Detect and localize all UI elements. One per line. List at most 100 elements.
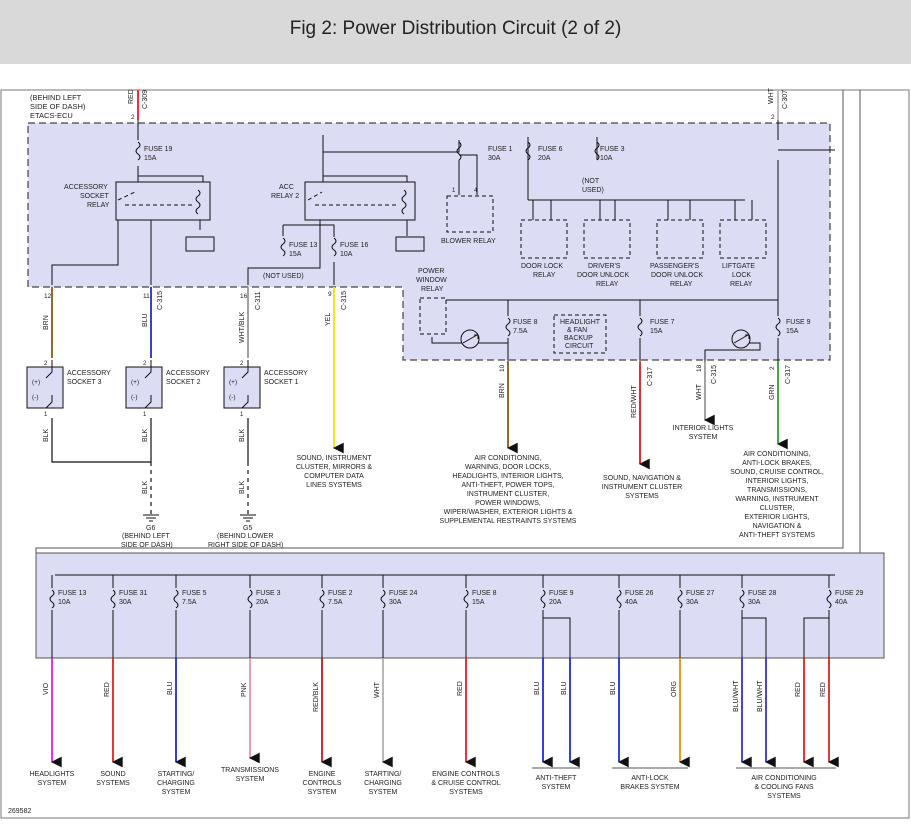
page-title: Fig 2: Power Distribution Circuit (2 of … <box>289 18 622 39</box>
svg-text:PNK: PNK <box>241 682 248 697</box>
fuse-1-label: FUSE 1 <box>488 146 513 153</box>
bottom-fuse-29-label: FUSE 29 <box>835 590 864 597</box>
fuse-19-rating: 15A <box>144 155 157 162</box>
socket-3-line2: SOCKET 3 <box>67 379 102 386</box>
svg-text:BRAKES SYSTEM: BRAKES SYSTEM <box>620 784 679 791</box>
svg-text:2: 2 <box>240 361 244 367</box>
svg-text:SYSTEMS: SYSTEMS <box>96 780 130 787</box>
svg-text:EXTERIOR LIGHTS,: EXTERIOR LIGHTS, <box>745 514 810 521</box>
fuse-9-rating: 15A <box>786 328 799 335</box>
accessory-socket-relay-box <box>115 181 211 221</box>
etacs-ecu-panel <box>27 122 831 361</box>
junction-block-wiring <box>51 574 835 658</box>
acc-relay-2-switch <box>307 191 398 206</box>
svg-text:SOUND, INSTRUMENT: SOUND, INSTRUMENT <box>296 455 372 462</box>
input-wire-white-label: WHT <box>768 87 775 104</box>
bottom-fuse-31-label: FUSE 31 <box>119 590 148 597</box>
fuse-6-rating: 20A <box>538 155 551 162</box>
bottom-fuse-2-rating: 7.5A <box>328 599 343 606</box>
svg-text:ENGINE: ENGINE <box>309 771 336 778</box>
accessory-socket-relay-switch <box>117 191 195 206</box>
svg-text:SYSTEM: SYSTEM <box>542 784 571 791</box>
header-bar: Fig 2: Power Distribution Circuit (2 of … <box>0 0 911 64</box>
relay-door-lock-line2: RELAY <box>533 272 556 279</box>
ground-g6-name: G6 <box>146 525 155 532</box>
blower-relay-pin-4: 4 <box>474 188 478 194</box>
bottom-fuse-5-label: FUSE 5 <box>182 590 207 597</box>
bottom-fuse-24-rating: 30A <box>389 599 402 606</box>
bottom-fuse-26-rating: 40A <box>625 599 638 606</box>
svg-text:ANTI-LOCK BRAKES,: ANTI-LOCK BRAKES, <box>742 460 812 467</box>
fuse-13-rating: 15A <box>289 251 302 258</box>
svg-text:SOUND, NAVIGATION &: SOUND, NAVIGATION & <box>603 475 681 482</box>
svg-text:CLUSTER,: CLUSTER, <box>760 505 795 512</box>
svg-text:SYSTEM: SYSTEM <box>369 789 398 796</box>
socket-2-line1: ACCESSORY <box>166 370 210 377</box>
svg-text:STARTING/: STARTING/ <box>365 771 402 778</box>
fuse-8-label: FUSE 8 <box>513 319 538 326</box>
ground-g5-loc-line1: (BEHIND LOWER <box>217 533 273 540</box>
bottom-fuse-2-label: FUSE 2 <box>328 590 353 597</box>
input-wire-red-pin: 2 <box>131 114 135 121</box>
svg-text:CLUSTER, MIRRORS &: CLUSTER, MIRRORS & <box>296 464 373 471</box>
ground-wire-blk-5: BLK <box>239 480 246 494</box>
fuse-7-label: FUSE 7 <box>650 319 675 326</box>
svg-text:COMPUTER DATA: COMPUTER DATA <box>304 473 364 480</box>
power-distribution-diagram: (BEHIND LEFT SIDE OF DASH) ETACS-ECU RED… <box>0 87 910 819</box>
svg-text:SUPPLEMENTAL RESTRAINTS SYSTEM: SUPPLEMENTAL RESTRAINTS SYSTEMS <box>440 518 577 525</box>
fuse-3-note-line2: USED) <box>582 187 604 194</box>
svg-text:(-): (-) <box>32 394 39 401</box>
svg-text:AIR CONDITIONING,: AIR CONDITIONING, <box>743 451 810 458</box>
svg-text:1: 1 <box>44 412 48 418</box>
relay-accessory-socket-line3: RELAY <box>87 202 110 209</box>
svg-text:1: 1 <box>143 412 147 418</box>
svg-text:WHT: WHT <box>374 681 381 698</box>
ground-g5-name: G5 <box>243 525 252 532</box>
svg-text:SYSTEMS: SYSTEMS <box>625 493 659 500</box>
output-pin-10: 10 <box>499 364 506 372</box>
accessory-socket-relay-resistor <box>185 236 215 252</box>
ground-wire-blk-3: BLK <box>239 428 246 442</box>
etacs-location-line1: (BEHIND LEFT <box>30 93 82 102</box>
relay-passengers-line3: RELAY <box>670 281 693 288</box>
input-wire-red-connector: C-309 <box>142 90 149 109</box>
svg-text:SYSTEM: SYSTEM <box>308 789 337 796</box>
bottom-fuse-3-label: FUSE 3 <box>256 590 281 597</box>
bottom-fuse-26-label: FUSE 26 <box>625 590 654 597</box>
top-fuse-symbols <box>135 141 781 337</box>
output-label-wht-blk: WHT/BLK <box>239 312 246 343</box>
systems-grn: AIR CONDITIONING, ANTI-LOCK BRAKES, SOUN… <box>730 451 824 539</box>
figure-id: 269582 <box>8 808 31 815</box>
svg-text:BLU/WHT: BLU/WHT <box>757 680 764 712</box>
input-wire-red-label: RED <box>128 89 135 104</box>
svg-text:STARTING/: STARTING/ <box>158 771 195 778</box>
svg-text:1: 1 <box>240 412 244 418</box>
svg-text:WIPER/WASHER, EXTERIOR LIGHTS: WIPER/WASHER, EXTERIOR LIGHTS & <box>444 509 573 516</box>
ground-wire-blk-4: BLK <box>142 480 149 494</box>
output-connector-c311: C-311 <box>255 291 262 310</box>
bottom-fuse-8-rating: 15A <box>472 599 485 606</box>
relay-drivers-line2: DOOR UNLOCK <box>577 272 629 279</box>
svg-text:2: 2 <box>44 361 48 367</box>
backup-circuit-line1: HEADLIGHT <box>560 319 601 326</box>
svg-text:BLU: BLU <box>610 681 617 695</box>
ground-g6-loc-line2: SIDE OF DASH) <box>121 542 173 549</box>
svg-text:ENGINE CONTROLS: ENGINE CONTROLS <box>432 771 500 778</box>
ground-wiring <box>51 418 249 514</box>
backup-circuit-line3: BACKUP <box>564 335 593 342</box>
svg-text:CHARGING: CHARGING <box>157 780 195 787</box>
etacs-location-line2: SIDE OF DASH) <box>30 102 86 111</box>
door-lock-relay-box <box>520 219 568 259</box>
accessory-socket-3: (+) (-) 2 1 <box>26 360 64 418</box>
bottom-fuse-symbols <box>49 589 832 609</box>
svg-text:2: 2 <box>143 361 147 367</box>
output-pin-2: 2 <box>769 366 776 370</box>
relay-acc-2-line1: ACC <box>279 184 294 191</box>
output-label-grn: GRN <box>769 384 776 400</box>
socket-1-line1: ACCESSORY <box>264 370 308 377</box>
fuse-9-label: FUSE 9 <box>786 319 811 326</box>
ground-icon-g6 <box>143 514 159 522</box>
output-pin-18: 18 <box>696 364 703 372</box>
svg-text:CONTROLS: CONTROLS <box>303 780 342 787</box>
